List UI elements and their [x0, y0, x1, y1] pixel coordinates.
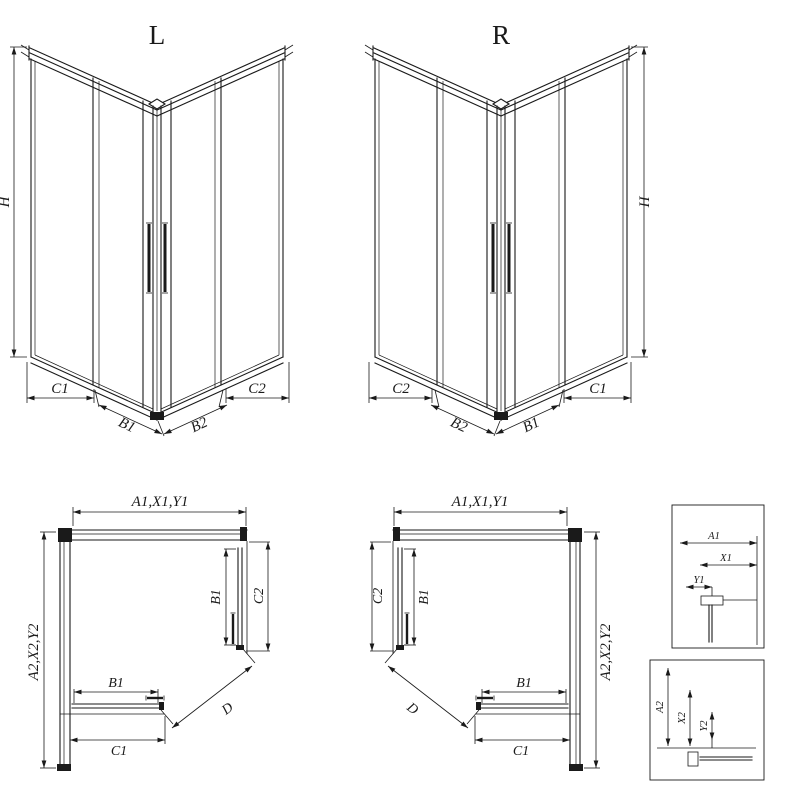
detail-view-bottom: A2 X2 Y2	[649, 659, 765, 781]
front-right-geometry	[363, 43, 639, 422]
dim-label-b1-left: B1	[116, 415, 138, 437]
dim-label-c2-right: C2	[392, 381, 410, 397]
front-left-geometry	[20, 44, 294, 421]
detail-dim-a2: A2	[655, 700, 666, 713]
plan-diagonal-d-left: D	[218, 700, 236, 719]
dim-label-c1-left: C1	[51, 381, 69, 397]
plan-depth-dim-left: A2,X2,Y2	[26, 623, 42, 681]
detail-view-top: A1 X1 Y1	[671, 504, 765, 649]
dim-label-b2-left: B2	[188, 414, 210, 436]
plan-width-dim-right: A1,X1,Y1	[451, 494, 509, 510]
plan-front-door-b1-left: B1	[108, 676, 124, 691]
plan-right-dimension-lines	[370, 507, 600, 768]
plan-side-door-b1-right: B1	[417, 589, 432, 605]
height-dim-label-right: H	[637, 195, 653, 208]
plan-diagonal-d-right: D	[403, 700, 421, 719]
plan-depth-dim-right: A2,X2,Y2	[598, 623, 614, 681]
variant-label-left: L	[149, 20, 166, 50]
detail-dim-a1: A1	[707, 531, 720, 542]
detail-dim-x2: X2	[677, 711, 688, 724]
plan-side-total-c2-right: C2	[371, 588, 386, 604]
detail-dim-y1: Y1	[693, 575, 704, 586]
detail-dim-y2: Y2	[699, 720, 710, 732]
detail-top-frame	[671, 504, 765, 649]
plan-view-left-labels: A1,X1,Y1 A2,X2,Y2 B1 C2 B1 C1 D	[26, 494, 267, 759]
plan-front-door-b1-right: B1	[516, 676, 532, 691]
front-left-dimension-lines	[10, 46, 290, 437]
plan-left-geometry	[57, 527, 256, 771]
dim-label-b2-right: B2	[448, 415, 470, 437]
variant-label-right: R	[492, 20, 510, 50]
plan-width-dim-left: A1,X1,Y1	[131, 494, 189, 510]
plan-right-geometry	[385, 527, 583, 771]
dim-label-c2-left: C2	[248, 381, 266, 397]
corner-floor-block	[150, 412, 164, 420]
front-view-left-labels: L H C1 B1 B2 C2	[0, 20, 266, 436]
height-dim-label-left: H	[0, 195, 13, 208]
plan-side-door-b1-left: B1	[209, 589, 224, 605]
front-view-right: R H C2 B2 B1 C1	[363, 20, 653, 437]
plan-front-total-c1-left: C1	[111, 744, 127, 759]
plan-left-dimension-lines	[40, 507, 271, 769]
plan-view-right: A1,X1,Y1 A2,X2,Y2 C2 B1 B1 C1 D	[370, 494, 614, 771]
plan-front-total-c1-right: C1	[513, 744, 529, 759]
dim-label-c1-right: C1	[589, 381, 607, 397]
detail-dim-x1: X1	[719, 553, 732, 564]
detail-bottom-frame	[649, 659, 765, 781]
plan-side-total-c2-left: C2	[252, 588, 267, 604]
dim-label-b1-right: B1	[520, 415, 542, 437]
